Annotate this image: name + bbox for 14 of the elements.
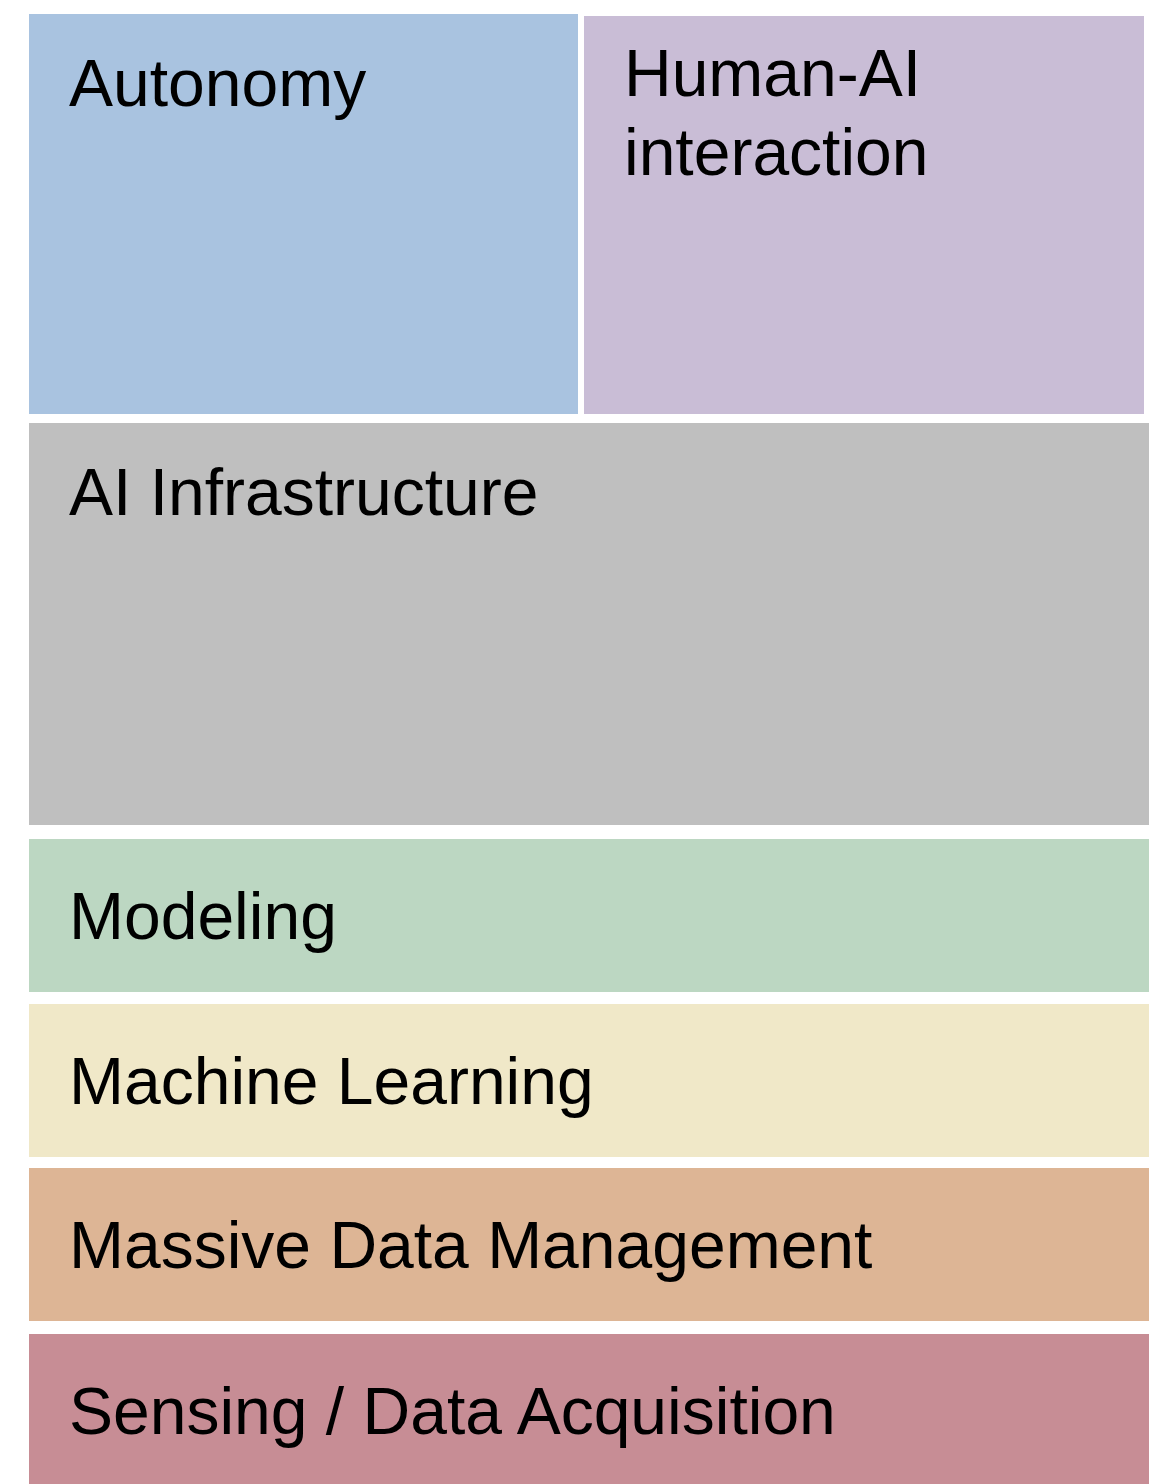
layer-block (29, 839, 1149, 992)
layer-label: Human-AI interaction (624, 35, 930, 192)
layer-label: Modeling (69, 878, 338, 955)
layer-block (29, 1004, 1149, 1157)
layer-block (29, 1334, 1149, 1484)
layer-label: Autonomy (69, 45, 368, 122)
layer-block (29, 423, 1149, 825)
layer-block (29, 14, 578, 414)
layer-block (584, 16, 1144, 414)
layer-block (29, 1168, 1149, 1321)
layer-label: Massive Data Management (69, 1207, 874, 1284)
layer-label: Sensing / Data Acquisition (69, 1373, 837, 1450)
layer-label: AI Infrastructure (69, 454, 540, 531)
layer-label: Machine Learning (69, 1043, 595, 1120)
